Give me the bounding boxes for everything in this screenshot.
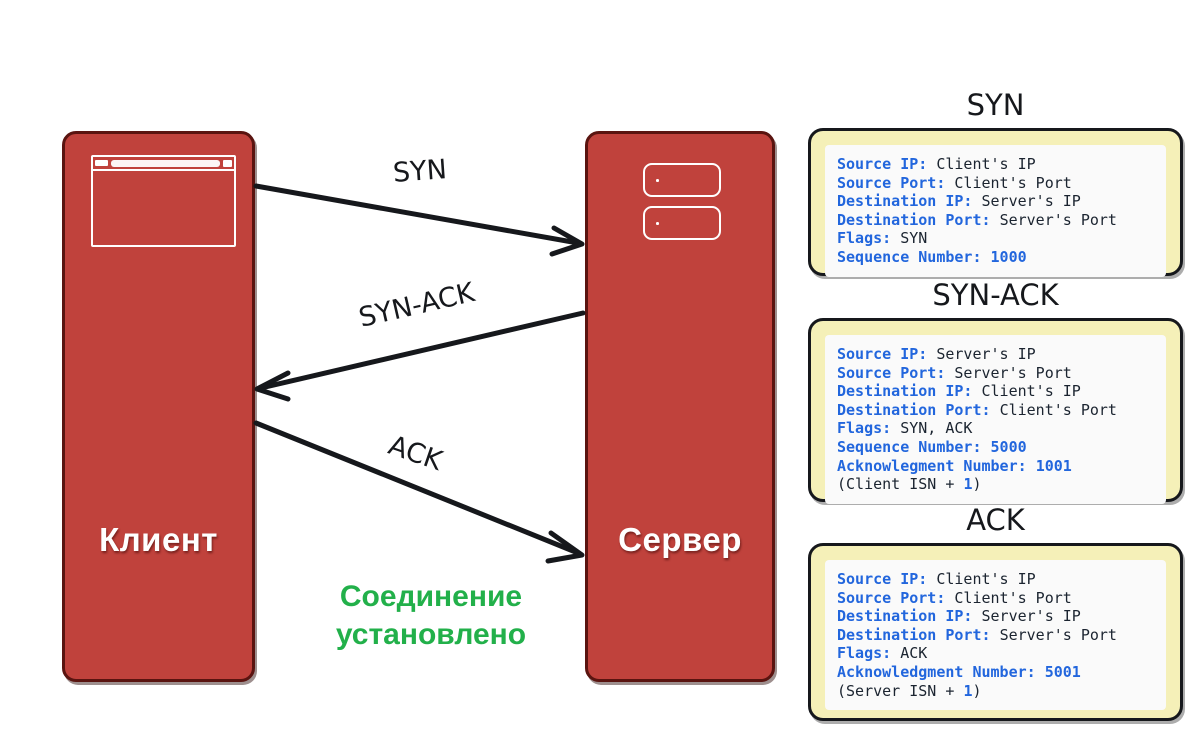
packet-field-line: Source IP: Server's IP [837, 345, 1154, 364]
packet-field-label: Source IP: [837, 345, 937, 363]
packet-field-line: Acknowlegment Number: 1001 [837, 457, 1154, 476]
packet-field-label: Source IP: [837, 570, 937, 588]
packet-field-value: Client's Port [999, 400, 1117, 419]
packet-field-line: Destination IP: Client's IP [837, 382, 1154, 401]
arrow-label-syn: SYN [391, 154, 448, 189]
packet-note-line: (Server ISN + 1) [837, 682, 1154, 701]
server-rack-unit-2-icon [643, 206, 721, 240]
packet-note-prefix: (Server ISN + [837, 681, 964, 700]
packet-field-value: Server's Port [954, 363, 1072, 382]
packet-note-prefix: (Client ISN + [837, 475, 964, 494]
packet-field-label: Destination IP: [837, 382, 982, 401]
packet-field-label: Destination Port: [837, 210, 1000, 229]
browser-titlebar [93, 157, 234, 171]
packet-field-value: Server's Port [999, 210, 1117, 229]
server-rack-unit-1-icon [643, 163, 721, 197]
packet-field-value: 1000 [990, 247, 1027, 266]
browser-url-bar [111, 159, 220, 167]
packet-field-label: Flags: [837, 229, 901, 248]
client-node: Клиент [62, 131, 255, 682]
server-node-label: Сервер [618, 521, 742, 558]
packet-field-value: Server's IP [936, 345, 1036, 363]
packet-field-line: Sequence Number: 5000 [837, 438, 1154, 457]
packet-title-ack: ACK [966, 503, 1025, 537]
packet-field-label: Acknowlegment Number: [837, 456, 1036, 475]
packet-field-line: Destination IP: Server's IP [837, 192, 1154, 211]
packet-field-value: 5000 [990, 437, 1027, 456]
packet-field-line: Acknowledgment Number: 5001 [837, 663, 1154, 682]
arrow-syn [253, 183, 585, 257]
packet-field-label: Acknowledgment Number: [837, 662, 1045, 681]
packet-field-value: SYN [900, 229, 928, 248]
packet-field-label: Destination IP: [837, 607, 982, 626]
packet-title-syn: SYN [966, 88, 1025, 122]
packet-field-label: Source Port: [837, 363, 955, 382]
browser-close-icon [223, 159, 232, 167]
packet-field-value: Client's IP [936, 155, 1036, 173]
packet-field-label: Sequence Number: [837, 437, 991, 456]
packet-field-label: Flags: [837, 419, 901, 438]
packet-field-line: Source Port: Server's Port [837, 364, 1154, 383]
server-led-2-icon [656, 222, 659, 225]
packet-field-value: ACK [900, 644, 928, 663]
packet-field-line: Flags: SYN, ACK [837, 419, 1154, 438]
connection-established-line-1: Соединение [339, 580, 523, 613]
packet-field-line: Source Port: Client's Port [837, 174, 1154, 193]
packet-field-line: Source Port: Client's Port [837, 589, 1154, 608]
packet-field-line: Destination Port: Client's Port [837, 401, 1154, 420]
packet-field-value: Client's IP [936, 570, 1036, 588]
packet-note-suffix: ) [972, 475, 982, 494]
packet-field-line: Destination IP: Server's IP [837, 607, 1154, 626]
packet-field-value: Client's IP [981, 382, 1081, 401]
packet-field-label: Source Port: [837, 588, 955, 607]
packet-field-label: Source Port: [837, 173, 955, 192]
packet-field-value: 1001 [1035, 456, 1072, 475]
packet-field-value: SYN, ACK [900, 419, 973, 438]
arrow-label-syn-ack: SYN-ACK [356, 277, 478, 334]
connection-established-text: Соединение установлено [300, 578, 562, 654]
browser-menu-dots-icon [95, 160, 108, 166]
arrow-label-ack: ACK [384, 429, 447, 478]
packet-field-value: Server's Port [999, 625, 1117, 644]
packet-note-suffix: ) [972, 681, 982, 700]
packet-field-label: Destination Port: [837, 400, 1000, 419]
packet-field-label: Sequence Number: [837, 247, 991, 266]
server-node: Сервер [585, 131, 775, 682]
packet-field-line: Flags: SYN [837, 229, 1154, 248]
server-led-1-icon [656, 179, 659, 182]
connection-established-line-2: установлено [335, 618, 527, 651]
packet-field-line: Flags: ACK [837, 644, 1154, 663]
packet-field-line: Destination Port: Server's Port [837, 626, 1154, 645]
browser-window-icon [91, 155, 236, 247]
packet-field-line: Sequence Number: 1000 [837, 248, 1154, 267]
packet-note-line: (Client ISN + 1) [837, 475, 1154, 494]
packet-field-value: Server's IP [981, 192, 1081, 211]
packet-field-value: 5001 [1044, 662, 1081, 681]
packet-field-value: Client's Port [954, 173, 1072, 192]
packet-field-label: Destination Port: [837, 625, 1000, 644]
packet-field-label: Destination IP: [837, 192, 982, 211]
packet-field-line: Destination Port: Server's Port [837, 211, 1154, 230]
packet-field-value: Server's IP [981, 607, 1081, 626]
packet-field-value: Client's Port [954, 588, 1072, 607]
client-node-label: Клиент [99, 521, 218, 558]
packet-field-line: Source IP: Client's IP [837, 155, 1154, 174]
packet-title-syn-ack: SYN-ACK [932, 278, 1059, 312]
packet-field-line: Source IP: Client's IP [837, 570, 1154, 589]
packet-field-label: Flags: [837, 644, 901, 663]
packet-field-label: Source IP: [837, 155, 937, 173]
packet-note-number: 1 [963, 475, 973, 494]
packet-note-number: 1 [963, 681, 973, 700]
arrow-syn-ack [254, 310, 586, 402]
